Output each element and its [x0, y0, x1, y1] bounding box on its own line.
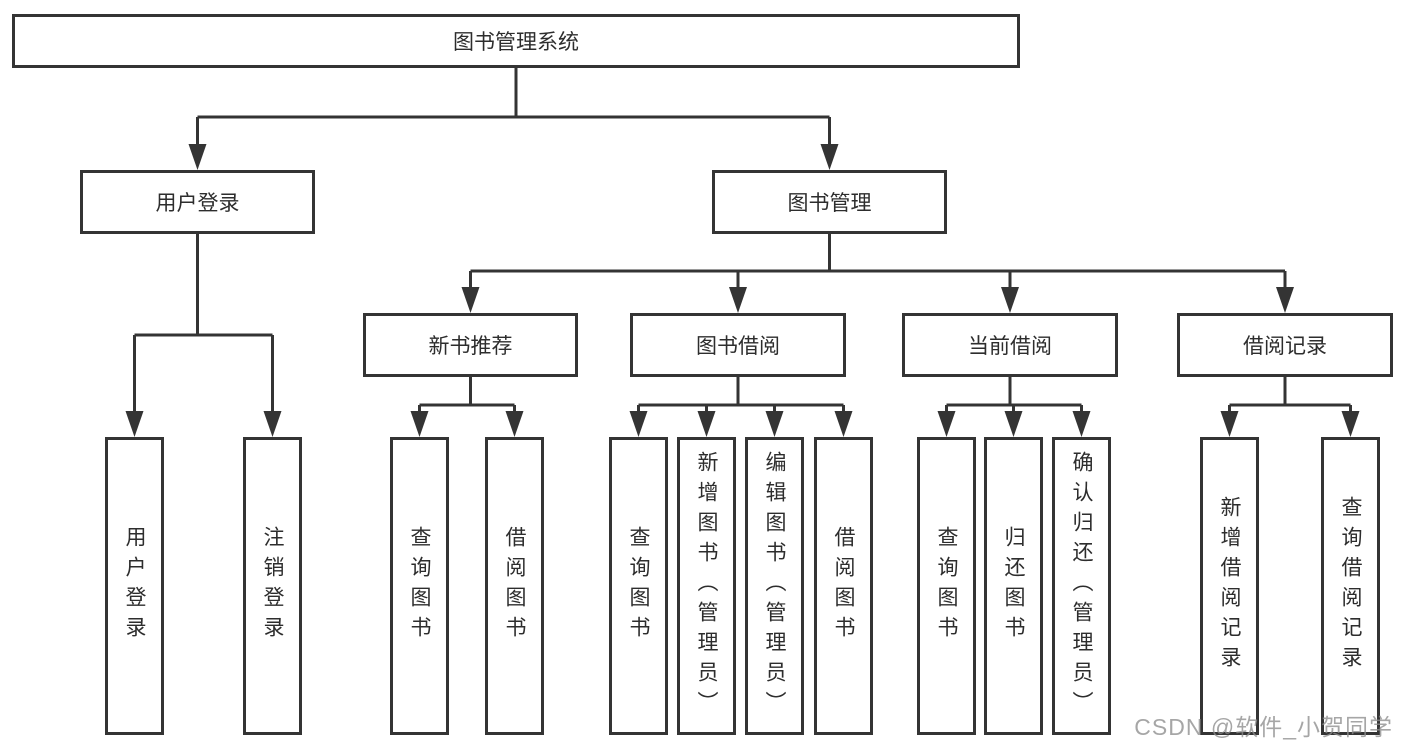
leaf-confirm-return-admin-label: 确认归还（管理员） [1070, 451, 1093, 721]
leaf-user-login: 用户登录 [105, 437, 164, 735]
arrowheads [125, 144, 1360, 437]
leaf-query-books-current-label: 查询图书 [935, 526, 958, 646]
leaf-borrow-books: 借阅图书 [814, 437, 873, 735]
connector-root-to-level2 [196, 68, 831, 152]
arrowhead [1276, 287, 1294, 313]
connector-borrow-records-to-leaves [1228, 377, 1352, 419]
leaf-query-borrow-record: 查询借阅记录 [1321, 437, 1380, 735]
node-borrow-records-label: 借阅记录 [1243, 335, 1327, 358]
node-current-borrow: 当前借阅 [902, 313, 1118, 377]
node-user-login-label: 用户登录 [155, 192, 240, 215]
node-borrow-records: 借阅记录 [1177, 313, 1393, 377]
node-book-borrow-label: 图书借阅 [696, 335, 780, 358]
leaf-query-books-current: 查询图书 [917, 437, 976, 735]
connector-book-management-to-level3 [469, 234, 1287, 295]
connector-new-book-to-leaves [418, 377, 516, 419]
node-new-book-recommend: 新书推荐 [363, 313, 578, 377]
leaf-confirm-return-admin: 确认归还（管理员） [1052, 437, 1111, 735]
leaf-query-books-borrow-label: 查询图书 [627, 526, 650, 646]
leaf-edit-books-admin-label: 编辑图书（管理员） [763, 451, 786, 721]
arrowhead [263, 411, 282, 437]
leaf-query-books-recommend-label: 查询图书 [408, 526, 431, 646]
arrowhead [1072, 411, 1091, 437]
leaf-add-books-admin: 新增图书（管理员） [677, 437, 736, 735]
arrowhead [461, 287, 480, 313]
node-current-borrow-label: 当前借阅 [968, 335, 1052, 358]
leaf-query-books-borrow: 查询图书 [609, 437, 668, 735]
leaf-return-books-label: 归还图书 [1002, 526, 1025, 646]
arrowhead [697, 411, 716, 437]
arrowhead [1001, 287, 1019, 313]
node-book-management-label: 图书管理 [787, 192, 872, 215]
leaf-edit-books-admin: 编辑图书（管理员） [745, 437, 804, 735]
leaf-add-borrow-record: 新增借阅记录 [1200, 437, 1259, 735]
arrowhead [629, 411, 648, 437]
arrowhead [834, 411, 853, 437]
node-user-login: 用户登录 [80, 170, 315, 234]
leaf-borrow-books-label: 借阅图书 [832, 526, 855, 646]
node-book-borrow: 图书借阅 [630, 313, 846, 377]
arrowhead [937, 411, 956, 437]
arrowhead [188, 144, 207, 170]
arrowhead [820, 144, 839, 170]
leaf-borrow-books-recommend-label: 借阅图书 [503, 526, 526, 646]
arrowhead [765, 411, 784, 437]
watermark-text: CSDN @软件_小贺同学 [1134, 714, 1393, 740]
arrowhead [1341, 411, 1360, 437]
node-book-management: 图书管理 [712, 170, 947, 234]
leaf-logout: 注销登录 [243, 437, 302, 735]
leaf-return-books: 归还图书 [984, 437, 1043, 735]
leaf-user-login-label: 用户登录 [123, 526, 146, 646]
leaf-logout-label: 注销登录 [261, 526, 284, 646]
arrowhead [729, 287, 747, 313]
leaf-borrow-books-recommend: 借阅图书 [485, 437, 544, 735]
leaf-query-borrow-record-label: 查询借阅记录 [1339, 496, 1362, 676]
connector-book-borrow-to-leaves [637, 377, 845, 419]
arrowhead [410, 411, 429, 437]
arrowhead [125, 411, 144, 437]
arrowhead [1004, 411, 1023, 437]
arrowhead [1220, 411, 1239, 437]
node-library-system: 图书管理系统 [12, 14, 1020, 68]
leaf-add-books-admin-label: 新增图书（管理员） [695, 451, 718, 721]
node-library-system-label: 图书管理系统 [453, 31, 579, 54]
arrowhead [505, 411, 524, 437]
connector-user-login-to-leaves [133, 234, 274, 419]
leaf-query-books-recommend: 查询图书 [390, 437, 449, 735]
node-new-book-recommend-label: 新书推荐 [428, 335, 513, 358]
leaf-add-borrow-record-label: 新增借阅记录 [1218, 496, 1241, 676]
